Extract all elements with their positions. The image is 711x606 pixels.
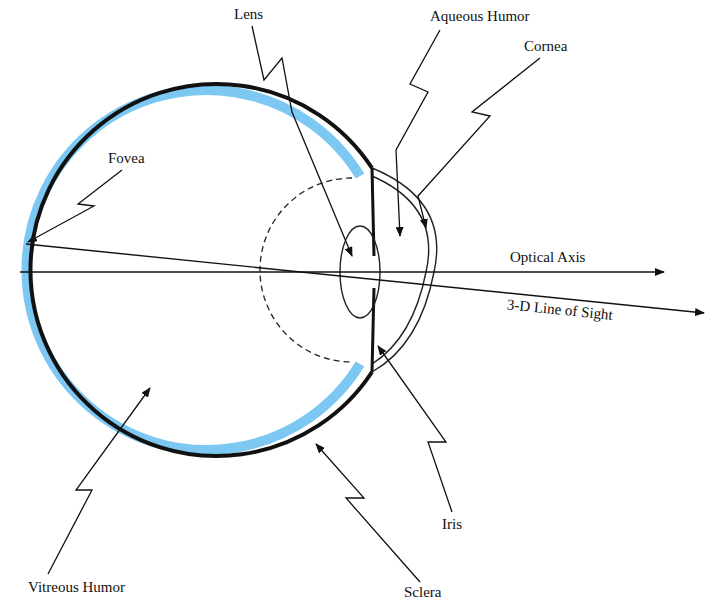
part-label: 3-D Line of Sight	[504, 296, 615, 324]
retina-band	[26, 90, 360, 450]
cornea-outer	[372, 168, 437, 372]
optical-axis-line	[20, 271, 664, 272]
dashed-circle	[260, 178, 352, 362]
part-label: Aqueous Humor	[428, 8, 532, 25]
part-label: Cornea	[522, 38, 569, 55]
part-label: Iris	[440, 516, 464, 533]
part-label: Vitreous Humor	[26, 579, 127, 596]
part-label: Optical Axis	[508, 249, 587, 266]
leader-lines	[28, 26, 540, 582]
line-of-sight	[26, 244, 704, 313]
part-label: Fovea	[106, 150, 147, 167]
part-label: Sclera	[402, 584, 443, 601]
part-label: Lens	[232, 6, 265, 23]
sclera-outline	[30, 84, 372, 456]
iris	[372, 168, 374, 372]
